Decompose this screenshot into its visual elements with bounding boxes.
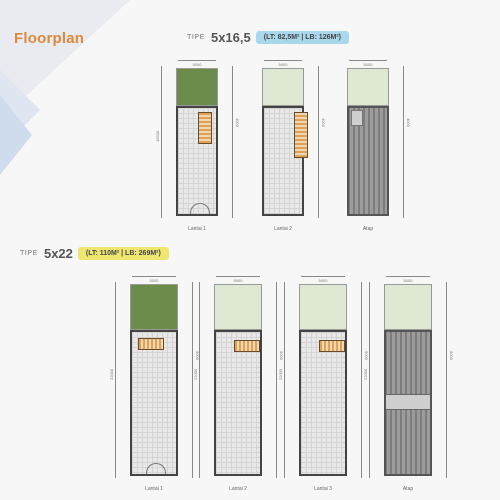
page-title: Floorplan <box>14 30 85 47</box>
plan-caption: Atap <box>402 486 414 492</box>
side-dimensions: 4000 <box>403 66 411 218</box>
floor-area <box>299 330 347 476</box>
plan-caption: Lantai 2 <box>229 486 247 492</box>
plan-caption: Lantai 1 <box>188 226 206 232</box>
roof-area <box>384 330 432 476</box>
stairs <box>198 112 212 144</box>
floorplan-type-b-lantai-3: 5000 22000 5000 Lantai 3 <box>278 276 369 492</box>
width-dimension: 5000 <box>178 60 216 67</box>
stairs <box>234 340 260 352</box>
floorplan-type-a-lantai-2: 5000 4000 Lantai 2 <box>256 60 326 232</box>
type-a-prefix: TIPE <box>187 34 205 41</box>
width-dimension: 5000 <box>301 276 345 283</box>
type-b-size: 5x22 <box>43 246 73 261</box>
stairs <box>138 338 164 350</box>
total-dimension: 22000 <box>363 282 370 478</box>
floorplan-type-b-lantai-1: 5000 22000 5000 Lantai 1 <box>109 276 200 492</box>
plan-caption: Lantai 1 <box>145 486 163 492</box>
floorplan-type-b-atap: 5000 22000 5000 Atap <box>363 276 454 492</box>
plan-caption: Lantai 2 <box>274 226 292 232</box>
floorplan-type-b-lantai-2: 5000 22000 5000 Lantai 2 <box>193 276 284 492</box>
entrance-door <box>190 203 210 214</box>
side-dimensions: 5000 <box>192 282 200 478</box>
garden <box>262 68 304 106</box>
roof-area <box>347 106 389 216</box>
floor-area <box>214 330 262 476</box>
total-dimension: 22000 <box>109 282 116 478</box>
plan-caption: Atap <box>362 226 374 232</box>
type-b-header: TIPE 5x22 (LT: 110M² | LB: 269M²) <box>20 246 169 261</box>
side-dimensions: 5000 <box>361 282 369 478</box>
type-b-spec-badge: (LT: 110M² | LB: 269M²) <box>77 247 169 260</box>
side-dimensions: 5000 <box>446 282 454 478</box>
side-dimensions: 4000 <box>232 66 240 218</box>
garden <box>384 284 432 330</box>
total-dimension: 22000 <box>193 282 200 478</box>
floor-area <box>130 330 178 476</box>
side-dimensions: 5000 <box>276 282 284 478</box>
floor-area <box>262 106 308 216</box>
floorplan-type-a-atap: 5000 4000 Atap <box>341 60 411 232</box>
stairs <box>294 112 308 158</box>
entrance-door <box>146 463 166 474</box>
width-dimension: 5000 <box>132 276 176 283</box>
type-a-size: 5x16,5 <box>210 30 251 45</box>
side-dimensions: 4000 <box>318 66 326 218</box>
width-dimension: 5000 <box>264 60 302 67</box>
background-decoration <box>0 95 32 175</box>
width-dimension: 5000 <box>386 276 430 283</box>
plan-caption: Lantai 3 <box>314 486 332 492</box>
garden <box>347 68 389 106</box>
roof-terrace <box>386 394 430 410</box>
garden <box>214 284 262 330</box>
type-b-prefix: TIPE <box>20 250 38 257</box>
garden <box>130 284 178 330</box>
roof-opening <box>351 110 363 126</box>
total-dimension: 16500 <box>155 66 162 218</box>
stairs <box>319 340 345 352</box>
floorplan-type-a-lantai-1: 5000 16500 4000 Lantai 1 <box>155 60 240 232</box>
garden <box>176 68 218 106</box>
width-dimension: 5000 <box>349 60 387 67</box>
floor-area <box>176 106 218 216</box>
type-a-spec-badge: (LT: 82,5M² | LB: 126M²) <box>255 31 350 44</box>
width-dimension: 5000 <box>216 276 260 283</box>
total-dimension: 22000 <box>278 282 285 478</box>
garden <box>299 284 347 330</box>
type-a-header: TIPE 5x16,5 (LT: 82,5M² | LB: 126M²) <box>187 30 350 45</box>
